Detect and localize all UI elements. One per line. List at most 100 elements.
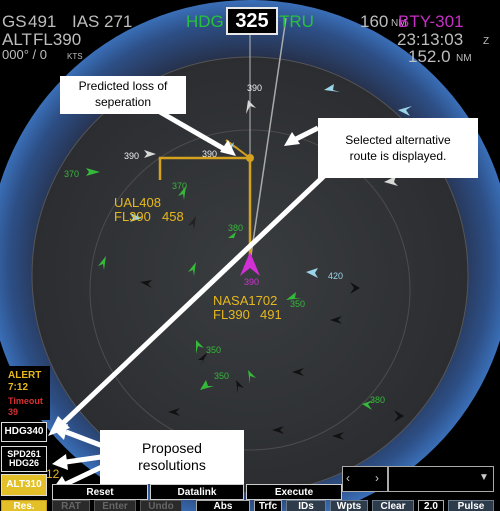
traffic-label: 370 <box>64 169 80 179</box>
traffic-label: 390 <box>247 83 263 93</box>
waypoint-name: BTY-301 <box>398 12 464 31</box>
altitude-label: ALT <box>2 30 32 49</box>
resolution-hdg340-label: HDG340 <box>4 425 44 437</box>
abs-button[interactable]: Abs <box>196 500 250 511</box>
traffic-aircraft <box>286 292 302 300</box>
traffic-aircraft <box>178 186 186 200</box>
traffic-label: 380 <box>370 395 386 405</box>
traffic-aircraft <box>248 370 256 384</box>
ownship-altitude: 390 <box>244 277 260 287</box>
traffic-label: 420 <box>328 271 344 281</box>
distance-value: 160 <box>360 12 389 31</box>
traffic-aircraft <box>324 84 340 92</box>
clear-button[interactable]: Clear <box>372 500 414 511</box>
ias-label: IAS <box>72 12 100 31</box>
callout-alternative-route: Selected alternative route is displayed. <box>318 118 478 178</box>
resolution-alt310-label: ALT310 <box>6 478 42 490</box>
traffic-symbols <box>86 84 412 450</box>
nasa1702-altitude: FL390 <box>213 307 250 322</box>
callout-loss-of-separation: Predicted loss of seperation <box>60 76 186 114</box>
callout-route-text: Selected alternative route is displayed. <box>345 133 451 163</box>
wind-unit: KTS <box>67 52 83 61</box>
track-line <box>249 17 287 263</box>
resolution-hdg340-button[interactable]: HDG340 <box>1 422 47 442</box>
callout-proposed-resolutions: Proposed resolutions <box>100 430 244 484</box>
reset-button[interactable]: Reset <box>52 484 148 500</box>
altitude-value: FL390 <box>33 30 82 49</box>
traffic-aircraft <box>398 106 412 116</box>
heading-readout: 325 <box>226 7 278 35</box>
traffic-label: 350 <box>206 345 222 355</box>
traffic-aircraft <box>86 168 100 176</box>
timeout-label: Timeout <box>8 396 43 406</box>
traffic-aircraft <box>188 262 196 276</box>
traffic-aircraft <box>306 268 318 278</box>
heading-label: HDG <box>186 12 224 31</box>
traffic-aircraft <box>140 280 152 288</box>
rat-button[interactable]: RAT <box>52 500 90 511</box>
resolution-spd-label: SPD261 <box>7 448 41 459</box>
ias-value: 271 <box>104 12 133 31</box>
traffic-aircraft <box>292 368 304 376</box>
traffic-aircraft <box>350 282 360 294</box>
res-button[interactable]: Res. <box>1 500 47 511</box>
selector-box[interactable]: ‹ › <box>342 466 388 492</box>
range-button[interactable]: 2.0 <box>418 500 444 511</box>
true-heading-label: TRU <box>279 12 314 31</box>
range-label: 2.0 <box>424 501 438 511</box>
enter-button[interactable]: Enter <box>94 500 136 511</box>
waypoint-distance-unit: NM <box>456 53 472 64</box>
traffic-aircraft <box>130 213 142 222</box>
datalink-button[interactable]: Datalink <box>150 484 244 500</box>
traffic-aircraft <box>198 352 208 366</box>
ground-speed-value: 491 <box>28 12 57 31</box>
undo-button[interactable]: Undo <box>140 500 182 511</box>
trfc-label: Trfc <box>258 501 278 511</box>
traffic-aircraft <box>384 176 398 186</box>
traffic-label: 370 <box>172 181 188 191</box>
ual408-callsign[interactable]: UAL408 <box>114 195 161 210</box>
alert-label: ALERT <box>8 370 42 381</box>
distance-unit: NM <box>391 18 407 29</box>
nasa1702-callsign[interactable]: NASA1702 <box>213 293 278 308</box>
alternative-route <box>158 156 252 262</box>
traffic-aircraft <box>236 380 244 394</box>
abs-label: Abs <box>213 501 233 511</box>
resolution-alt310-button[interactable]: ALT310 <box>1 474 47 496</box>
traffic-label: 350 <box>214 371 230 381</box>
clear-label: Clear <box>380 501 406 511</box>
rat-label: RAT <box>61 501 81 511</box>
ual408-speed: 458 <box>162 209 184 224</box>
resolution-hdg-label: HDG26 <box>8 458 39 468</box>
traffic-label: 350 <box>290 299 306 309</box>
ual408-altitude: FL390 <box>114 209 151 224</box>
traffic-aircraft <box>332 432 344 440</box>
execute-button[interactable]: Execute <box>246 484 342 500</box>
pulse-button[interactable]: Pulse <box>448 500 494 511</box>
clock-value: 23:13:03 <box>397 30 464 49</box>
ownship-symbol <box>240 252 260 276</box>
trfc-button[interactable]: Trfc <box>254 500 282 511</box>
clock-unit: Z <box>483 36 490 47</box>
traffic-aircraft <box>394 410 404 422</box>
alert-panel: ALERT 7:12 Timeout 39 <box>0 366 50 420</box>
datalink-label: Datalink <box>177 486 217 498</box>
callout-resolutions-text: Proposed resolutions <box>138 440 206 473</box>
wind-value: 000° / 0 <box>2 47 47 62</box>
chevron-left-icon[interactable]: ‹ <box>346 471 350 485</box>
selector-dropdown[interactable]: ▼ <box>388 466 494 492</box>
resolution-spd-hdg-button[interactable]: SPD261 HDG26 <box>1 446 47 472</box>
traffic-aircraft <box>200 380 214 390</box>
wpts-button[interactable]: Wpts <box>330 500 368 511</box>
traffic-label: 390 <box>202 149 218 159</box>
resolution-extra-value: 12 <box>46 467 60 481</box>
res-label: Res. <box>13 501 35 511</box>
timeout-value: 39 <box>8 407 19 417</box>
traffic-aircraft <box>196 340 204 354</box>
ids-button[interactable]: IDs <box>286 500 326 511</box>
execute-label: Execute <box>274 486 314 498</box>
chevron-right-icon[interactable]: › <box>375 471 379 485</box>
ground-speed-label: GS <box>2 12 27 31</box>
callout-loss-text: Predicted loss of seperation <box>78 79 168 109</box>
